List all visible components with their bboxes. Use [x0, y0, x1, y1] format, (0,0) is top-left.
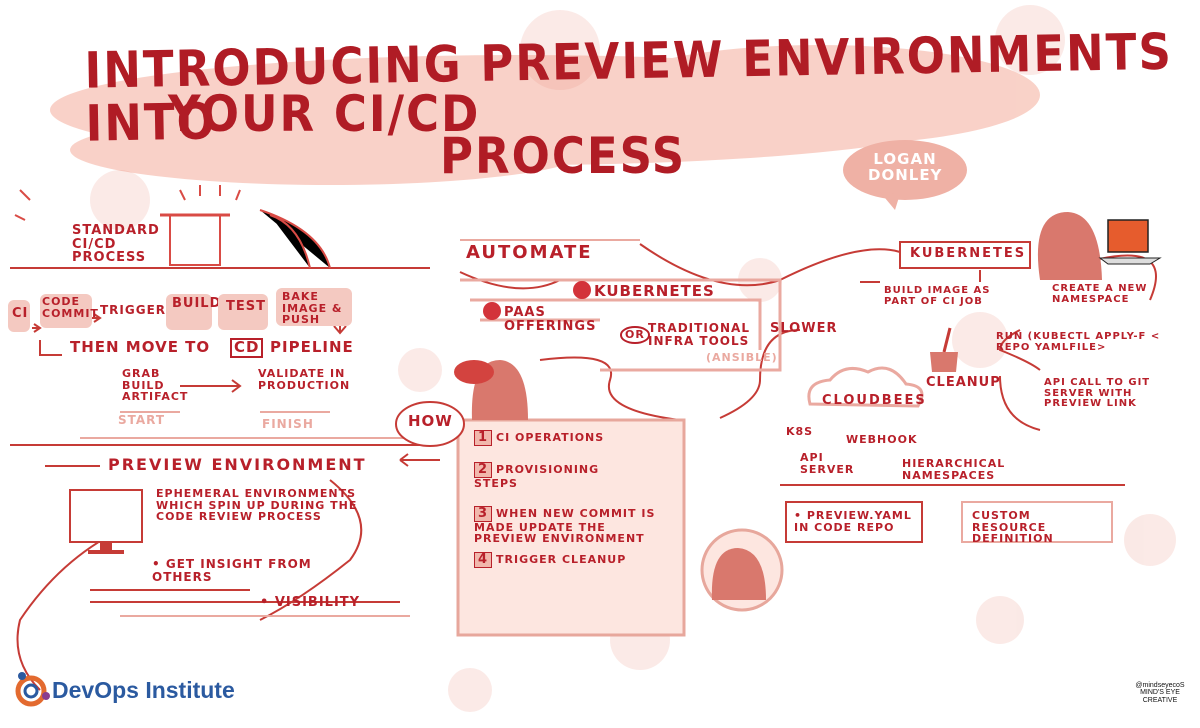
standard-heading: STANDARD CI/CD PROCESS [72, 223, 160, 266]
devops-logo-icon [15, 672, 50, 707]
validate-production: VALIDATE IN PRODUCTION [258, 367, 351, 392]
traditional-infra: TRADITIONAL INFRA TOOLS [648, 321, 750, 348]
minds-eye-signature: @mindseyecoS MIND'S EYE CREATIVE [1135, 682, 1185, 704]
cb-crd: CUSTOM RESOURCE DEFINITION [972, 509, 1054, 546]
cb-preview-yaml: • PREVIEW.YAML IN CODE REPO [794, 509, 912, 534]
ansible-label: (ANSIBLE) [706, 351, 778, 364]
pipeline-label: PIPELINE [270, 338, 354, 356]
cb-webhook: WEBHOOK [846, 433, 918, 446]
k8s-create-namespace: CREATE A NEW NAMESPACE [1052, 283, 1148, 305]
preview-visibility: • VISIBILITY [260, 595, 361, 610]
automate-heading: AUTOMATE [466, 242, 593, 263]
step-ci: CI [12, 306, 29, 321]
how-label: HOW [408, 412, 453, 430]
step-trigger: TRIGGER [100, 303, 167, 317]
k8s-run-kubectl: RUN (KUBECTL APPLY-F < REPO YAMLFILE> [996, 331, 1161, 353]
step-build: BUILD [172, 296, 222, 311]
cb-hierarchical: HIERARCHICAL NAMESPACES [902, 457, 1006, 482]
cb-api-server: API SERVER [800, 451, 855, 476]
preview-desc: EPHEMERAL ENVIRONMENTS WHICH SPIN UP DUR… [156, 487, 358, 524]
or-label: OR [620, 326, 650, 344]
slower-label: SLOWER [770, 321, 838, 336]
automate-kubernetes: KUBERNETES [594, 282, 715, 300]
speaker-name: LOGAN DONLEY [868, 150, 943, 184]
cd-label: CD [230, 338, 264, 358]
title-line-2: YOUR CI/CD [168, 85, 481, 143]
preview-heading: PREVIEW ENVIRONMENT [108, 455, 367, 474]
kubernetes-heading: KUBERNETES [910, 246, 1027, 261]
grab-artifact: GRAB BUILD ARTIFACT [122, 367, 189, 404]
cleanup-label: CLEANUP [926, 375, 1001, 390]
paas-offerings: PAAS OFFERINGS [504, 305, 597, 334]
step-code-commit: CODE COMMIT [42, 295, 99, 320]
step-test: TEST [226, 299, 266, 314]
preview-insight: • GET INSIGHT FROM OTHERS [152, 557, 312, 584]
step-bake-image: BAKE IMAGE & PUSH [282, 290, 343, 327]
start-label: START [118, 413, 166, 427]
k8s-build-image: BUILD IMAGE AS PART OF CI JOB [884, 285, 991, 307]
devops-institute-brand: DevOps Institute [52, 677, 235, 703]
title-line-3: PROCESS [440, 127, 687, 185]
cb-k8s: K8S [786, 425, 814, 438]
then-move-to: THEN MOVE TO [70, 338, 211, 356]
k8s-api-call: API CALL TO GIT SERVER WITH PREVIEW LINK [1044, 377, 1151, 409]
cloudbees-heading: CLOUDBEES [822, 393, 927, 408]
finish-label: FINISH [262, 417, 314, 431]
